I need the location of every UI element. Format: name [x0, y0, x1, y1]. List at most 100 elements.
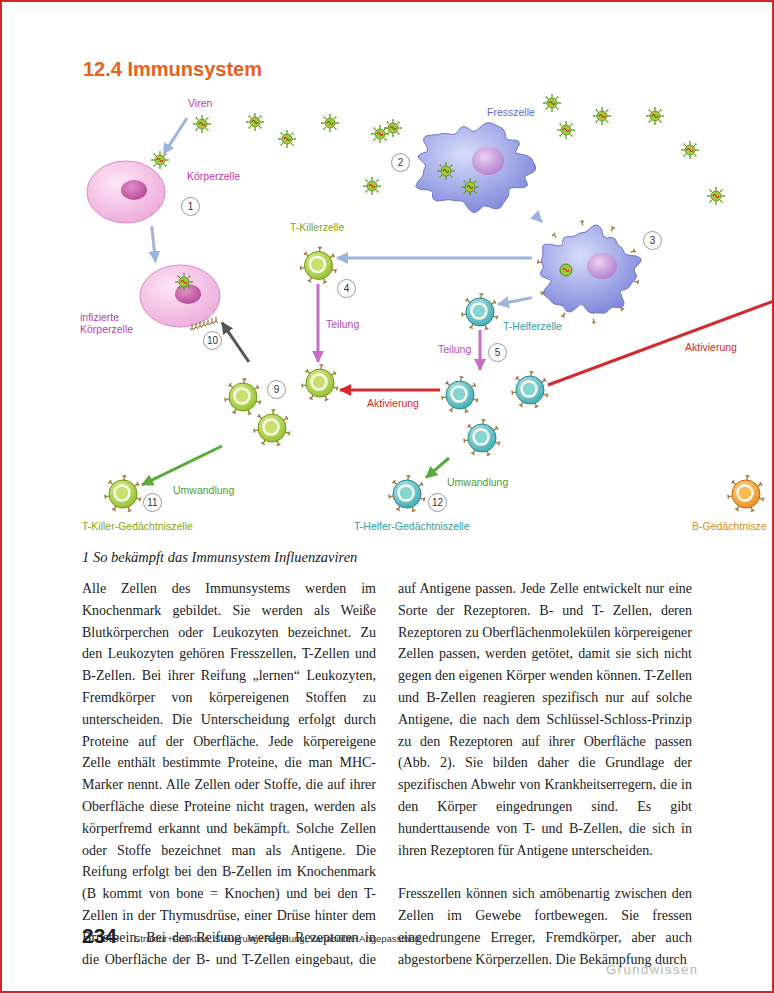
- receptor: [479, 294, 483, 298]
- mhc-marker: [214, 317, 218, 323]
- virus-spike-tip: [165, 165, 167, 167]
- cell-nucleus: [265, 421, 278, 434]
- arrow-connector: [152, 226, 156, 262]
- virus-spike-tip: [323, 128, 325, 130]
- virus-spike-tip: [329, 130, 331, 132]
- page-title: 12.4 Immunsystem: [83, 58, 262, 81]
- virus-body: [650, 111, 660, 121]
- receptor: [580, 221, 584, 225]
- virus-body: [441, 166, 451, 176]
- virus-spike-tip: [151, 159, 153, 161]
- footer-text: Struktur+Funktion, Steuerung+Regelung, V…: [134, 933, 419, 944]
- receptor: [481, 420, 485, 424]
- receptor: [225, 398, 229, 402]
- virus: [543, 94, 561, 112]
- cell-body: [229, 383, 257, 411]
- callout-number: 11: [143, 493, 162, 512]
- virus-spike-tip: [260, 115, 262, 117]
- receptor: [392, 480, 396, 484]
- virus-spike-tip: [337, 122, 339, 124]
- receptor: [538, 260, 542, 264]
- receptor: [108, 480, 112, 484]
- virus: [175, 273, 193, 291]
- virus-spike-tip: [551, 94, 553, 96]
- mhc-marker: [190, 324, 194, 330]
- virus-spike-tip: [159, 151, 161, 153]
- virus-spike-tip: [323, 116, 325, 118]
- virus-arrow: [169, 118, 187, 146]
- receptor: [389, 495, 393, 499]
- cell-drawing: [105, 476, 141, 512]
- virus: [193, 115, 211, 133]
- receptor: [561, 313, 565, 317]
- virus-rna: [252, 121, 258, 124]
- virus-spike-tip: [437, 170, 439, 172]
- cell-ring: [470, 302, 487, 319]
- virus: [461, 178, 479, 196]
- virus-rna: [563, 129, 569, 132]
- virus-spike-tip: [377, 191, 379, 193]
- cell-nucleus: [473, 305, 486, 318]
- receptor: [255, 385, 259, 389]
- callout-number: 12: [428, 493, 447, 512]
- receptor: [611, 227, 615, 231]
- activation-line-b-cells: [548, 301, 774, 385]
- cell-ring: [450, 385, 467, 402]
- virus-body: [250, 117, 260, 127]
- receptor: [515, 376, 519, 380]
- virus-spike-tip: [559, 102, 561, 104]
- mhc-marker: [202, 320, 206, 326]
- virus: [246, 113, 264, 131]
- virus-spike-tip: [660, 121, 662, 123]
- virus-spike-tip: [609, 115, 611, 117]
- virus-spike-tip: [254, 113, 256, 115]
- virus-spike-tip: [286, 146, 288, 148]
- virus-spike-tip: [463, 180, 465, 182]
- virus-rna: [687, 149, 693, 152]
- receptor: [228, 383, 232, 387]
- receptor: [261, 440, 265, 444]
- virus-spike-tip: [557, 96, 559, 98]
- receptor: [467, 424, 471, 428]
- virus-spike-tip: [248, 115, 250, 117]
- mhc-marker: [198, 322, 202, 328]
- cell-outline: [85, 158, 167, 226]
- cell-outline: [727, 475, 765, 513]
- virus-body: [282, 134, 292, 144]
- receptor: [308, 278, 312, 282]
- virus-spike-tip: [189, 275, 191, 277]
- receptor: [254, 429, 258, 433]
- virus-body: [388, 123, 398, 133]
- virus-spike-tip: [571, 135, 573, 137]
- virus-body: [367, 181, 377, 191]
- virus-spike-tip: [439, 176, 441, 178]
- virus: [557, 121, 575, 139]
- virus-spike-tip: [683, 143, 685, 145]
- memory-cell: 11T-Killer-Gedächtniszelle: [104, 475, 142, 513]
- virus-spike-tip: [689, 141, 691, 143]
- virus-spike-tip: [545, 108, 547, 110]
- virus-spike-tip: [195, 117, 197, 119]
- cell-nucleus: [116, 487, 129, 500]
- cell-body: [732, 480, 760, 508]
- mhc-marker: [206, 319, 210, 325]
- arrow-connector: [142, 446, 222, 485]
- receptor: [751, 507, 755, 511]
- receptor: [396, 506, 400, 510]
- virus-spike-tip: [695, 143, 697, 145]
- virus-spike-tip: [385, 139, 387, 141]
- cell-body: [516, 376, 544, 404]
- virus-spike-tip: [209, 123, 211, 125]
- arrow-connector: [317, 284, 320, 362]
- receptor: [332, 371, 336, 375]
- virus-spike-tip: [721, 189, 723, 191]
- virus-spike-tip: [557, 129, 559, 131]
- virus-spike-tip: [153, 153, 155, 155]
- virus-spike-tip: [565, 121, 567, 123]
- virus-spike-tip: [386, 133, 388, 135]
- figure-caption: 1 So bekämpft das Immunsystem Influenzav…: [82, 549, 357, 566]
- helper-cell-group: 5: [440, 370, 550, 458]
- cell-nucleus: [739, 487, 752, 500]
- virus-spike-tip: [595, 109, 597, 111]
- virus-spike-tip: [439, 164, 441, 166]
